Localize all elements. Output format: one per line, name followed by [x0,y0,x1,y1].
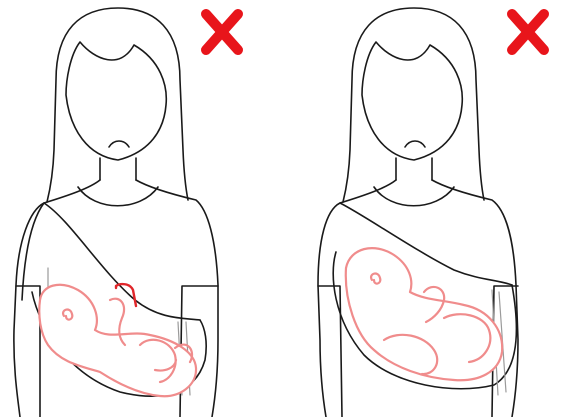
left-red-x-icon [206,14,238,50]
left-baby-body [39,285,196,396]
left-baby [39,285,196,396]
panel-right-incorrect-carry [284,0,568,417]
right-woman-neckline [374,187,454,206]
left-airway-highlight [116,284,136,306]
left-figure-drawing [0,0,284,417]
right-woman-neck [396,158,432,180]
right-woman-face [362,42,462,160]
panel-left-incorrect-carry [0,0,284,417]
right-figure-drawing [284,0,568,417]
left-woman-face [66,42,166,160]
right-red-x-icon [512,14,544,50]
left-woman-neckline [78,187,158,206]
left-woman-neck [100,158,136,180]
